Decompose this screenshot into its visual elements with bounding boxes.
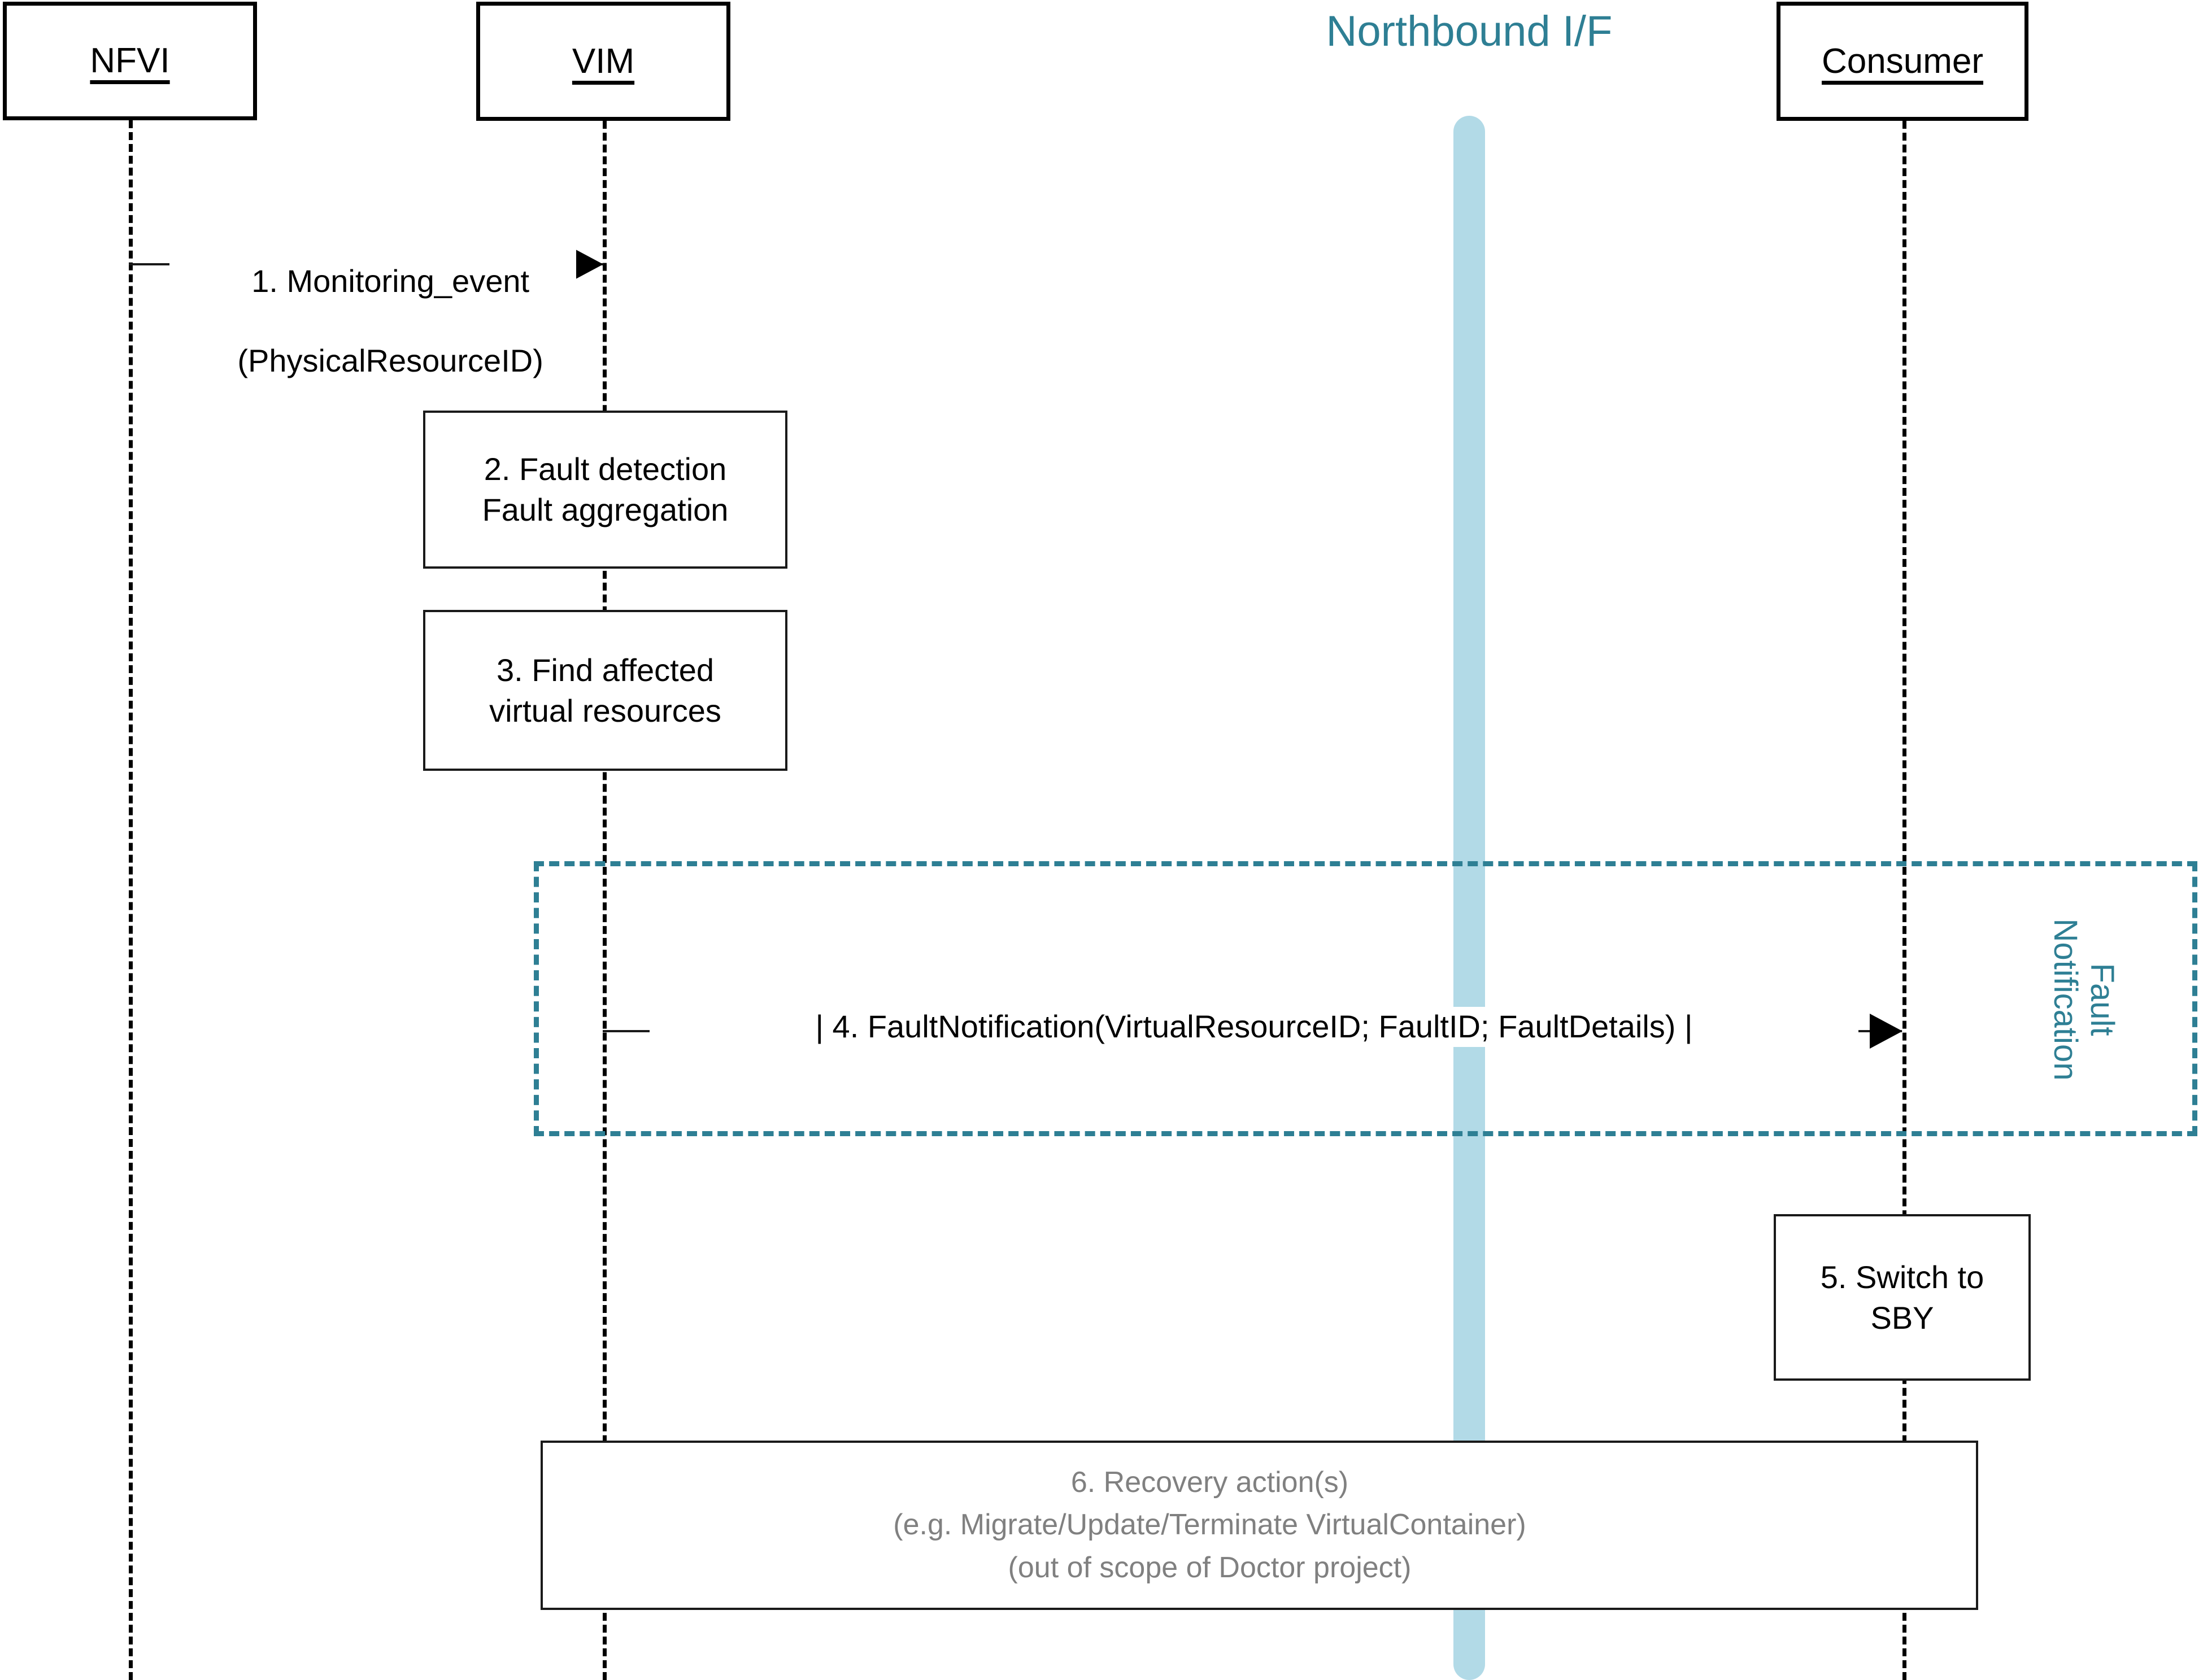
action-box-fault-detection-text: 2. Fault detection Fault aggregation bbox=[472, 449, 739, 530]
action-box-find-affected-resources[interactable]: 3. Find affected virtual resources bbox=[423, 610, 787, 771]
action-5-line2: SBY bbox=[1870, 1299, 1934, 1336]
action-box-switch-to-sby-text: 5. Switch to SBY bbox=[1810, 1257, 1994, 1338]
action-3-line1: 3. Find affected bbox=[497, 652, 714, 688]
northbound-interface-band bbox=[1453, 116, 1485, 1680]
action-box-switch-to-sby[interactable]: 5. Switch to SBY bbox=[1774, 1214, 2031, 1381]
lifeline-vim bbox=[603, 121, 607, 1680]
message-4-arrowhead bbox=[1870, 1014, 1902, 1049]
lifeline-consumer bbox=[1902, 121, 1906, 1680]
actor-label-consumer: Consumer bbox=[1822, 41, 1983, 81]
action-box-recovery-actions[interactable]: 6. Recovery action(s) (e.g. Migrate/Upda… bbox=[541, 1441, 1978, 1610]
northbound-interface-title: Northbound I/F bbox=[1326, 7, 1613, 55]
action-box-fault-detection[interactable]: 2. Fault detection Fault aggregation bbox=[423, 411, 787, 569]
fault-notification-frame bbox=[534, 861, 2197, 1136]
action-6-line1: 6. Recovery action(s) bbox=[1070, 1465, 1349, 1499]
message-4-label: | 4. FaultNotification(VirtualResourceID… bbox=[650, 1007, 1858, 1047]
action-6-line3: (out of scope of Doctor project) bbox=[1008, 1551, 1412, 1584]
action-2-line1: 2. Fault detection bbox=[484, 451, 727, 487]
action-box-recovery-actions-text: 6. Recovery action(s) (e.g. Migrate/Upda… bbox=[883, 1461, 1536, 1589]
action-3-line2: virtual resources bbox=[489, 692, 721, 728]
actor-label-nfvi: NFVI bbox=[90, 41, 170, 81]
action-5-line1: 5. Switch to bbox=[1820, 1259, 1984, 1295]
message-1-line1: 1. Monitoring_event bbox=[251, 263, 530, 299]
fault-notification-frame-label: Fault Notification bbox=[2047, 918, 2121, 1081]
actor-label-vim: VIM bbox=[572, 41, 635, 81]
action-box-find-affected-resources-text: 3. Find affected virtual resources bbox=[479, 650, 732, 731]
message-1-label: 1. Monitoring_event (PhysicalResourceID) bbox=[169, 221, 576, 421]
actor-box-consumer[interactable]: Consumer bbox=[1777, 2, 2028, 121]
message-1-line2: (PhysicalResourceID) bbox=[237, 342, 543, 378]
actor-box-nfvi[interactable]: NFVI bbox=[3, 2, 257, 120]
action-6-line2: (e.g. Migrate/Update/Terminate VirtualCo… bbox=[893, 1508, 1526, 1542]
actor-box-vim[interactable]: VIM bbox=[476, 2, 730, 121]
lifeline-nfvi bbox=[129, 120, 133, 1680]
action-2-line2: Fault aggregation bbox=[482, 492, 729, 527]
